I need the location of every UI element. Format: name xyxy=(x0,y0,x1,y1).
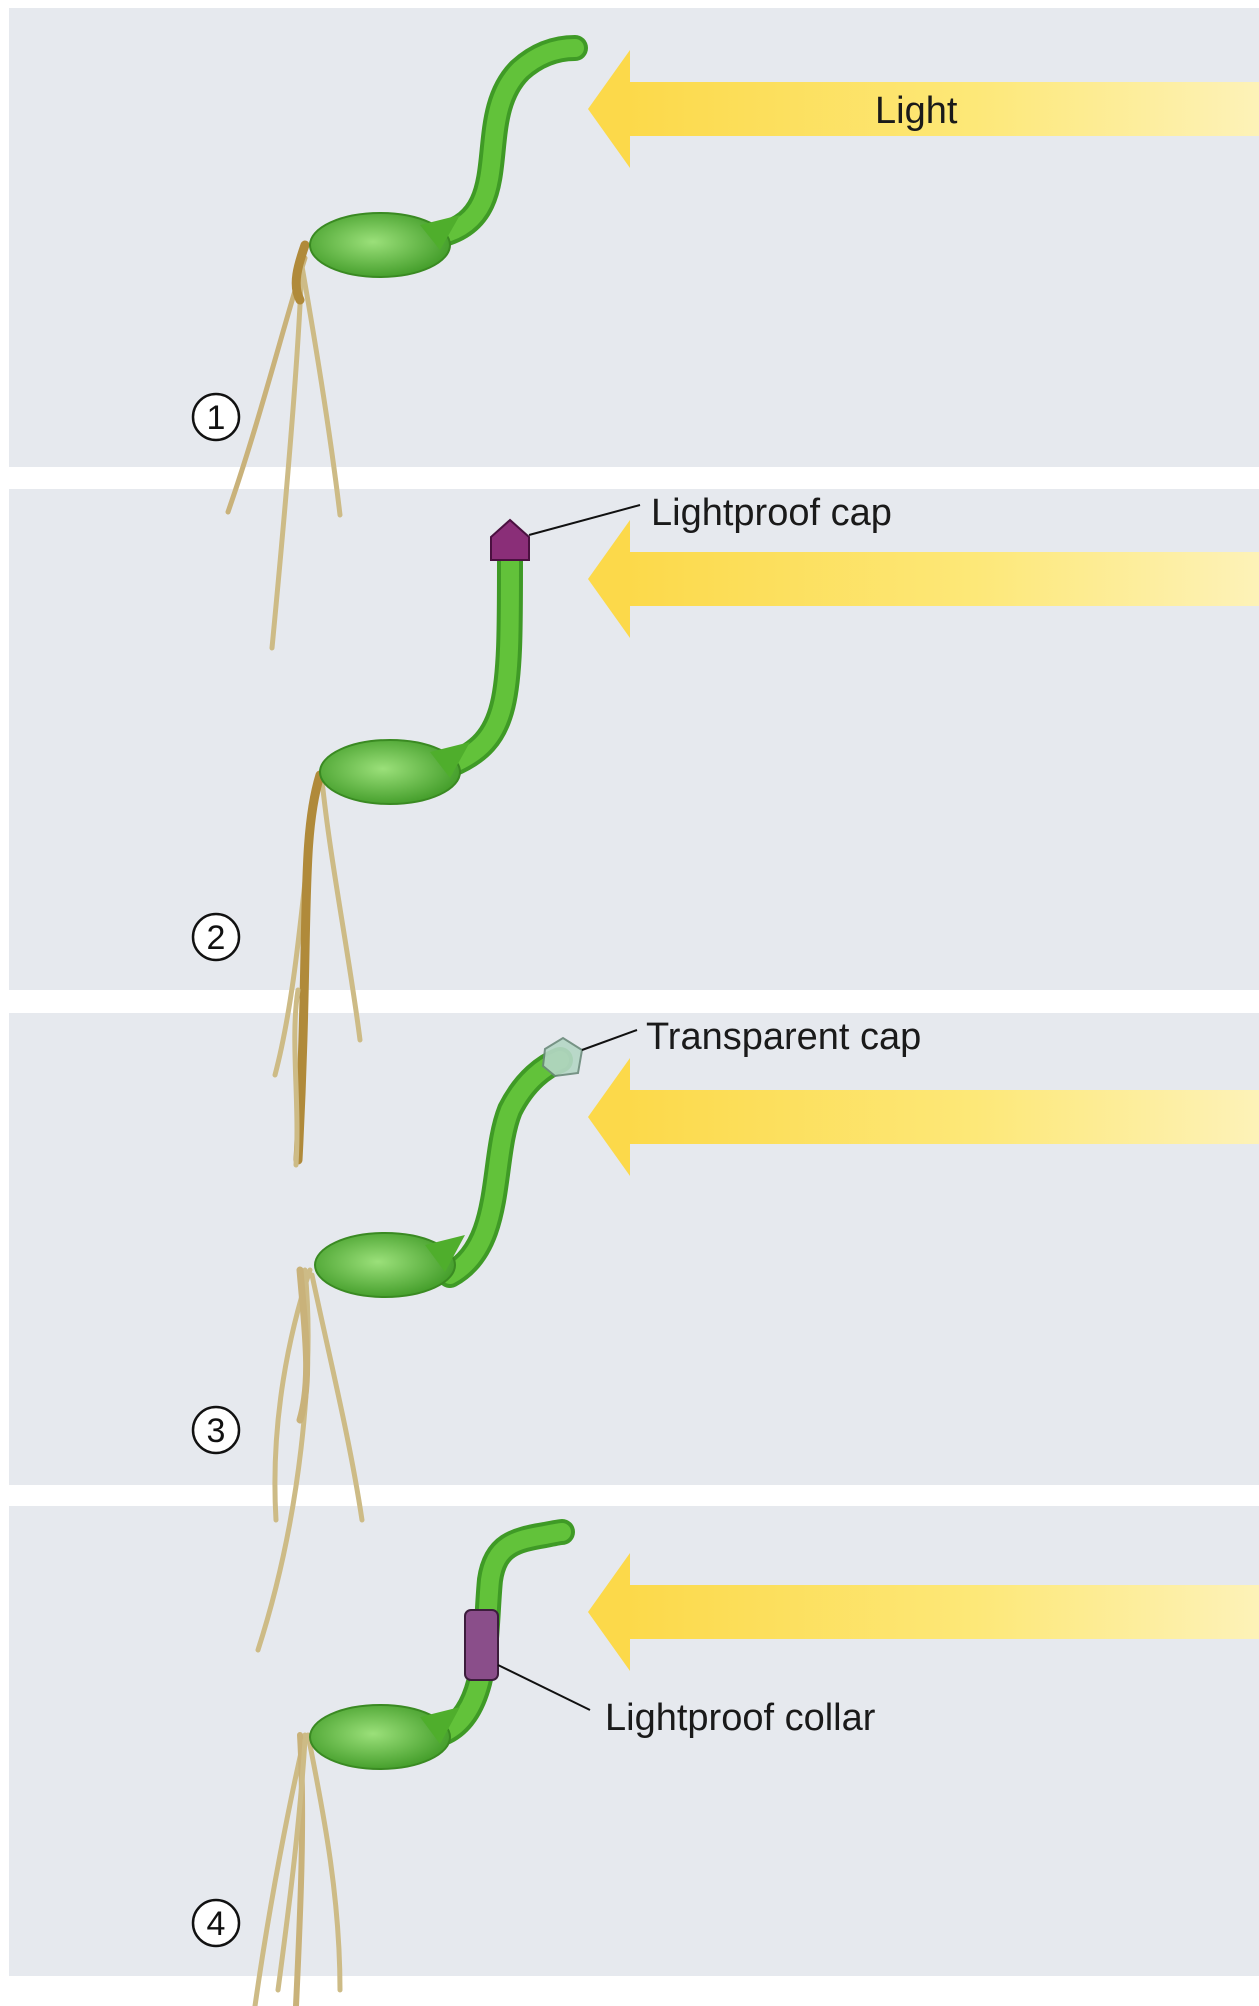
light-arrow-4 xyxy=(588,1553,1259,1671)
step-number-3: 3 xyxy=(207,1412,226,1450)
lightproof-collar-leader xyxy=(497,1664,591,1711)
step-marker-2: 2 xyxy=(191,912,241,962)
seedling-3 xyxy=(255,1047,573,1653)
seed-leaves-3 xyxy=(314,1232,456,1298)
lightproof-collar-label: Lightproof collar xyxy=(605,1697,876,1739)
lightproof-cap-label: Lightproof cap xyxy=(651,492,892,534)
lightproof-cap-leader xyxy=(528,504,641,536)
seedling-1 xyxy=(225,35,588,651)
transparent-cap-leader xyxy=(581,1029,638,1051)
seed-leaves-2 xyxy=(319,739,461,805)
seedling-4 xyxy=(252,1519,575,2006)
light-label: Light xyxy=(875,90,958,132)
seedling-2 xyxy=(272,547,523,1168)
step-marker-3: 3 xyxy=(191,1405,241,1455)
step-marker-1: 1 xyxy=(191,392,241,442)
light-arrow-1 xyxy=(588,50,1259,168)
panel-4 xyxy=(9,1506,1259,1976)
light-arrow-2 xyxy=(588,520,1259,638)
lightproof-cap xyxy=(490,518,530,561)
step-marker-4: 4 xyxy=(191,1898,241,1948)
light-arrow-3 xyxy=(588,1058,1259,1176)
step-number-2: 2 xyxy=(207,919,226,957)
transparent-cap xyxy=(541,1036,584,1078)
step-number-4: 4 xyxy=(207,1905,226,1943)
seed-leaves-4 xyxy=(309,1704,451,1770)
step-number-1: 1 xyxy=(207,399,226,437)
transparent-cap-label: Transparent cap xyxy=(646,1016,921,1058)
seed-leaves-1 xyxy=(309,212,451,278)
lightproof-collar xyxy=(464,1609,499,1681)
